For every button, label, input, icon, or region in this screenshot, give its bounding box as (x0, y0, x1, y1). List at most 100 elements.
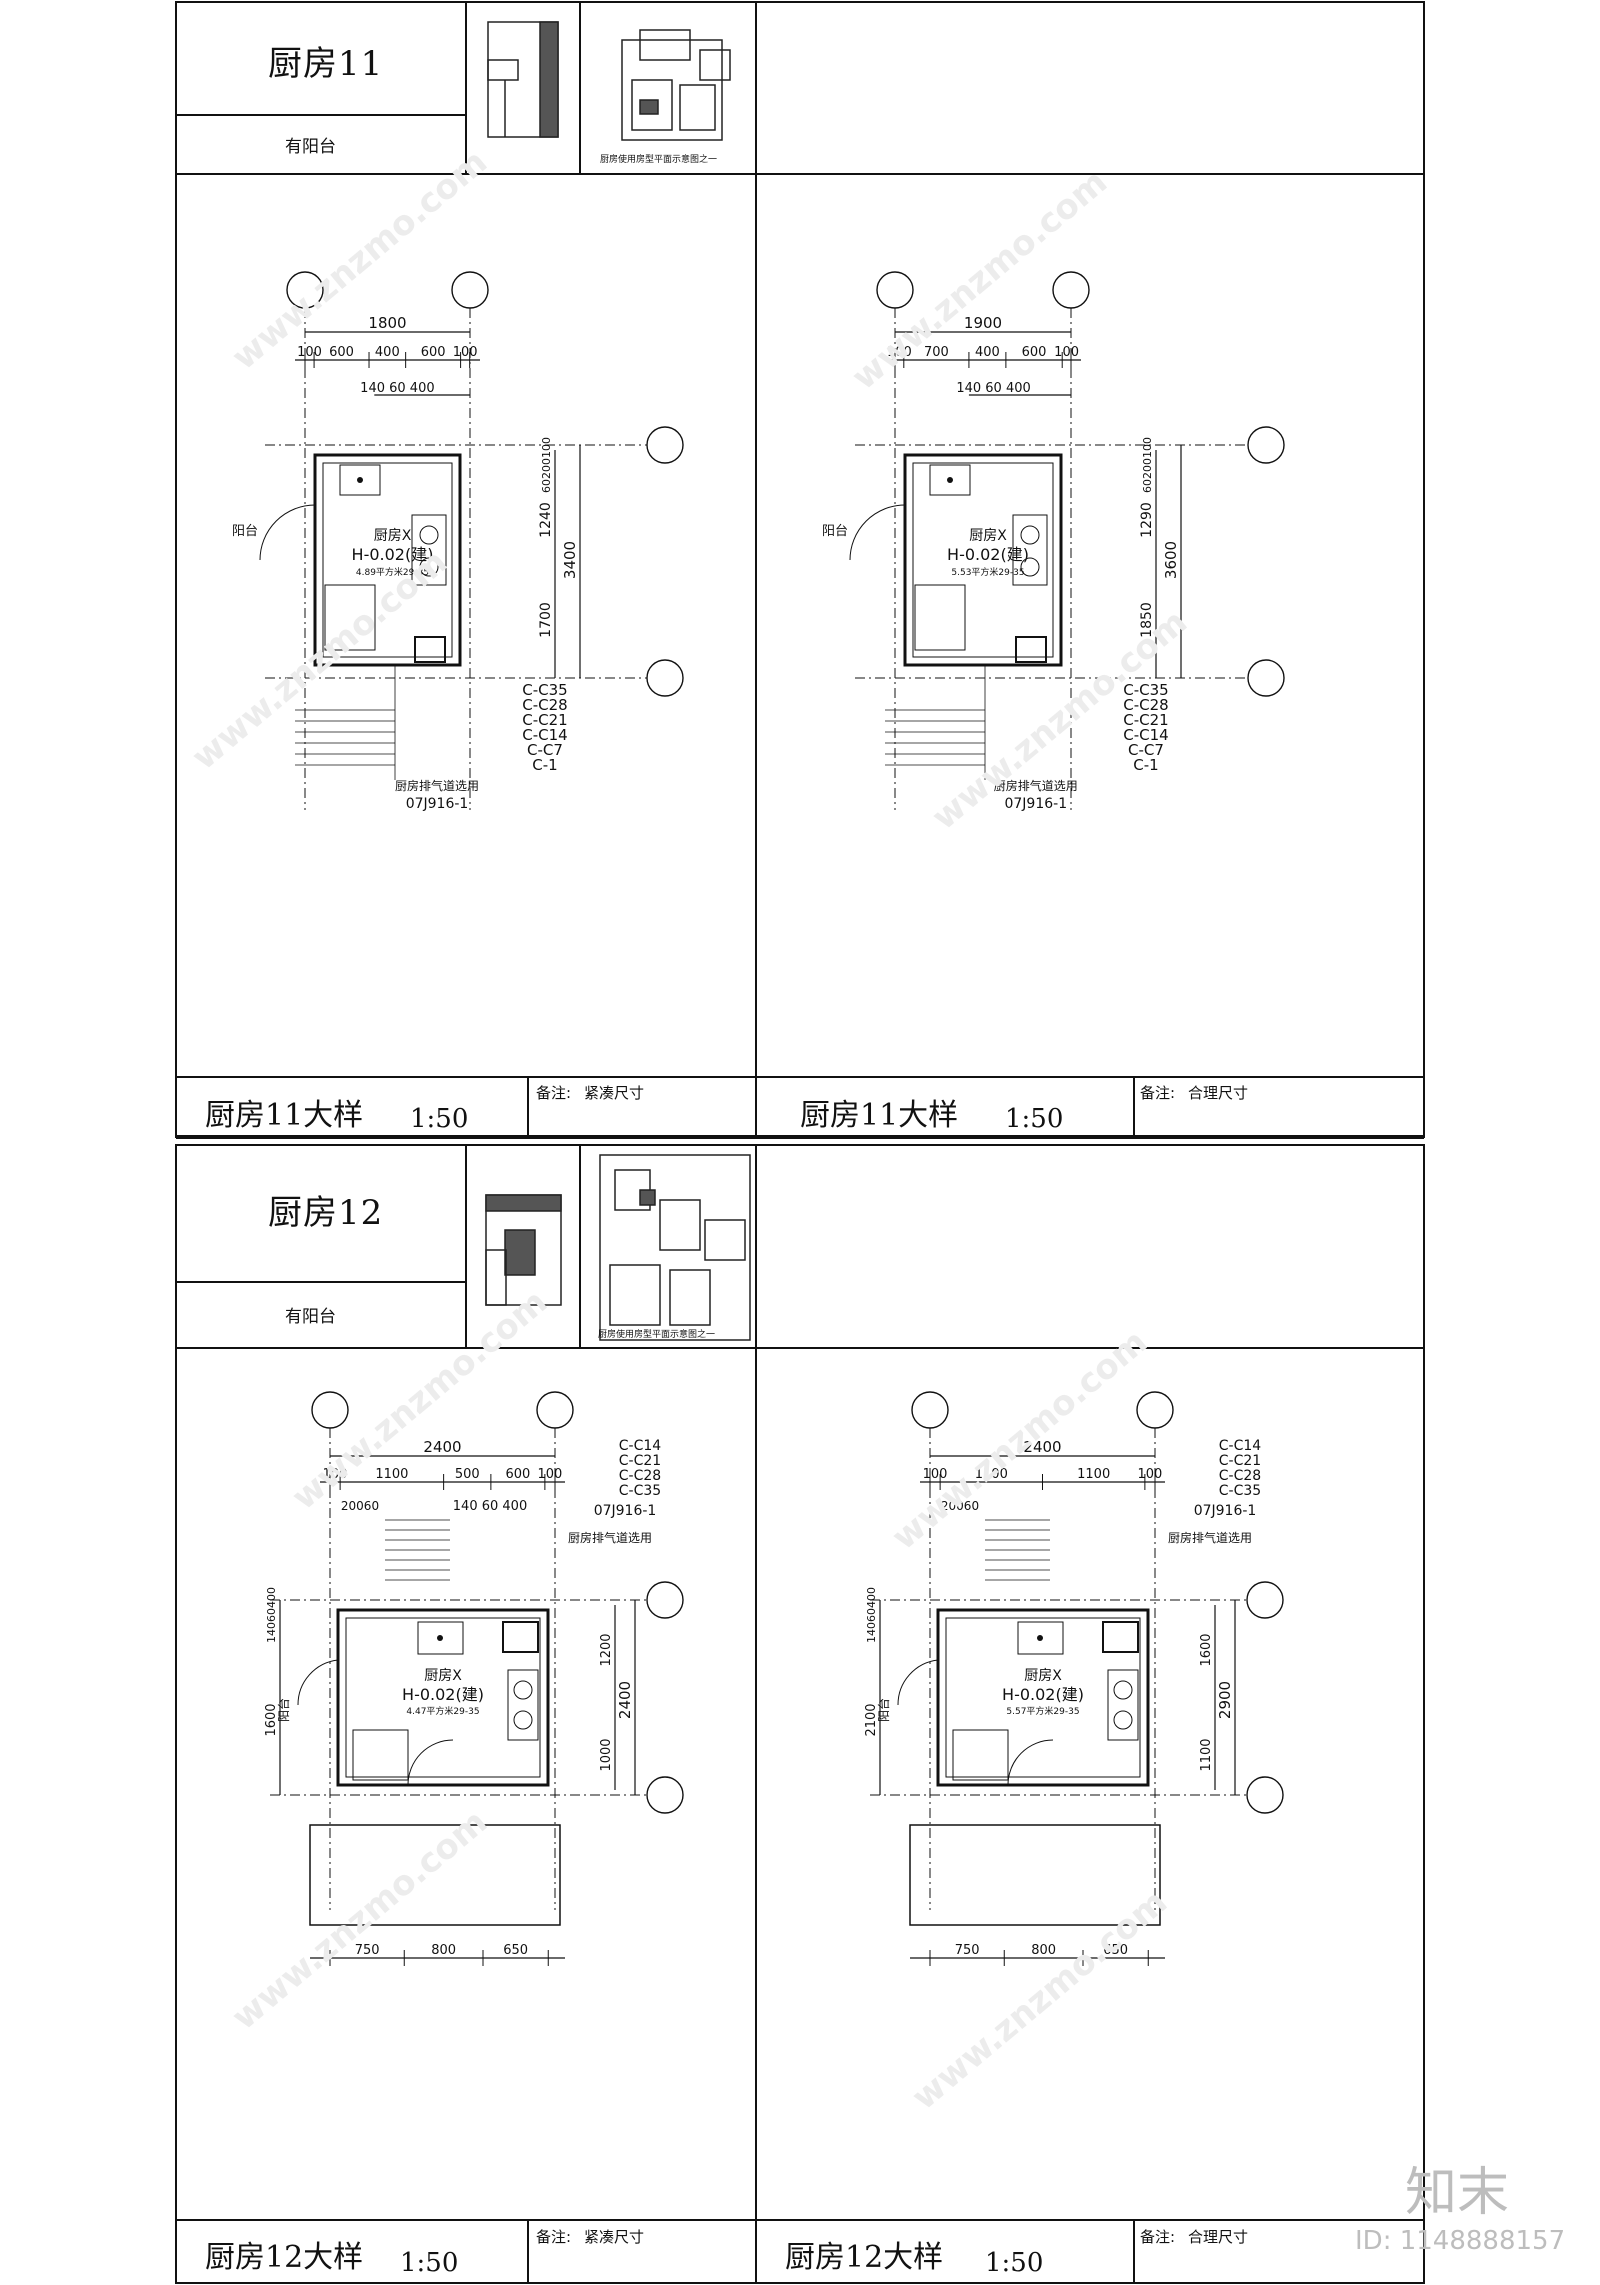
dimension-label: 1700 (538, 602, 554, 638)
room-label: 厨房X (1024, 1668, 1062, 1684)
dimension-label: 100 (887, 345, 912, 360)
room-level: H-0.02(建) (1002, 1685, 1084, 1704)
grid-axis-bubble (646, 426, 684, 464)
section-ref: C-1 (532, 756, 557, 774)
standard-ref: 07J916-1 (1194, 1503, 1257, 1519)
dimension-label: 100 (1138, 1467, 1163, 1482)
panel-caption: 厨房12大样 (205, 2240, 364, 2275)
sheet-subtitle: 有阳台 (285, 1307, 336, 1327)
dimension-label: 1290 (1139, 502, 1155, 538)
dimension-label: 2400 (616, 1681, 634, 1719)
room-inner-wall (912, 462, 1054, 658)
dimension-label: 650 (1103, 1943, 1128, 1958)
burner-icon (419, 557, 439, 577)
panel-caption: 厨房12大样 (785, 2240, 944, 2275)
section-ref: C-C28 (619, 1468, 661, 1484)
note-value: 合理尺寸 (1188, 2228, 1249, 2246)
door-swing-icon (849, 504, 906, 561)
grid-axis-bubble (311, 1391, 349, 1429)
door-swing-icon (1007, 1739, 1054, 1786)
note-value: 紧凑尺寸 (584, 1084, 645, 1102)
dimension-label: 100 (323, 1467, 348, 1482)
dimension-label: 1100 (975, 1467, 1008, 1482)
flue-icon (414, 636, 446, 663)
room-area: 5.53平方米29-35 (951, 566, 1024, 578)
room-level: H-0.02(建) (352, 545, 434, 564)
panel-caption: 厨房11大样 (800, 1098, 959, 1133)
dimension-label: 1200 (599, 1633, 614, 1666)
dimension-label: 1100 (1199, 1738, 1214, 1771)
room-area: 4.47平方米29-35 (406, 1705, 479, 1717)
dimension-label: 750 (355, 1943, 380, 1958)
drain-icon (357, 477, 363, 483)
grid-axis-bubble (1246, 1776, 1284, 1814)
note-value: 紧凑尺寸 (584, 2228, 645, 2246)
room-inner-wall (945, 1617, 1141, 1778)
balcony-outline (309, 1824, 561, 1926)
section-ref: C-C21 (1123, 711, 1168, 729)
dimension-label: 60200100 (1141, 437, 1154, 493)
fridge-icon (324, 584, 376, 651)
dimension-label: 600 (329, 345, 354, 360)
note-label: 备注: (536, 1084, 572, 1102)
dimension-label: 1100 (375, 1467, 408, 1482)
flue-label: 厨房排气道选用 (568, 1530, 652, 1545)
grid-axis-bubble (646, 1776, 684, 1814)
dimension-label: 750 (955, 1943, 980, 1958)
balcony-outline (909, 1824, 1161, 1926)
brand-logo: 知末 (1405, 2163, 1510, 2223)
dimension-label: 3400 (561, 541, 579, 579)
stove-icon (411, 514, 447, 586)
room-wall (336, 1608, 550, 1787)
sink-icon (417, 1621, 464, 1655)
dimension-label: 100 (453, 345, 478, 360)
dimension-label: 1100 (1077, 1467, 1110, 1482)
dimension-label: 400 (975, 345, 1000, 360)
key-plan-caption: 厨房使用房型平面示意图之一 (598, 1330, 716, 1340)
dimension-label: 600 (1022, 345, 1047, 360)
grid-axis-bubble (646, 1581, 684, 1619)
standard-ref: 07J916-1 (1004, 796, 1067, 812)
standard-ref: 07J916-1 (594, 1503, 657, 1519)
room-inner-wall (345, 1617, 541, 1778)
room-area: 5.57平方米29-35 (1006, 1705, 1079, 1717)
door-swing-icon (897, 1659, 939, 1706)
burner-icon (513, 1710, 533, 1730)
flue-label: 厨房排气道选用 (395, 778, 479, 793)
balcony-label: 阳台 (276, 1698, 291, 1722)
grid-axis-bubble (1246, 1581, 1284, 1619)
grid-axis-bubble (646, 659, 684, 697)
section-ref: C-C14 (1219, 1438, 1262, 1454)
flue-label: 厨房排气道选用 (1168, 1530, 1252, 1545)
grid-axis-bubble (1136, 1391, 1174, 1429)
flue-label: 厨房排气道选用 (994, 778, 1078, 793)
section-ref: C-C35 (619, 1483, 661, 1499)
dimension-label: 1800 (368, 314, 406, 332)
room-level: H-0.02(建) (402, 1685, 484, 1704)
section-ref: C-C21 (522, 711, 567, 729)
grid-axis-bubble (876, 271, 914, 309)
note-value: 合理尺寸 (1188, 1084, 1249, 1102)
burner-icon (1113, 1680, 1133, 1700)
dimension-label: 2100 (864, 1703, 879, 1736)
burner-icon (1020, 525, 1040, 545)
dimension-label: 100 (923, 1467, 948, 1482)
dimension-label: 800 (431, 1943, 456, 1958)
dimension-label: 60200100 (540, 437, 553, 493)
drain-icon (1037, 1635, 1043, 1641)
dimension-label: 100 (1054, 345, 1079, 360)
door-swing-icon (297, 1659, 339, 1706)
grid-axis-bubble (1052, 271, 1090, 309)
panel-caption: 厨房11大样 (205, 1098, 364, 1133)
dimension-label: 1000 (599, 1738, 614, 1771)
fridge-icon (914, 584, 966, 651)
section-ref: C-C35 (1219, 1483, 1261, 1499)
section-ref: C-C7 (527, 741, 563, 759)
burner-icon (419, 525, 439, 545)
grid-axis-bubble (536, 1391, 574, 1429)
room-label: 厨房X (374, 528, 412, 544)
